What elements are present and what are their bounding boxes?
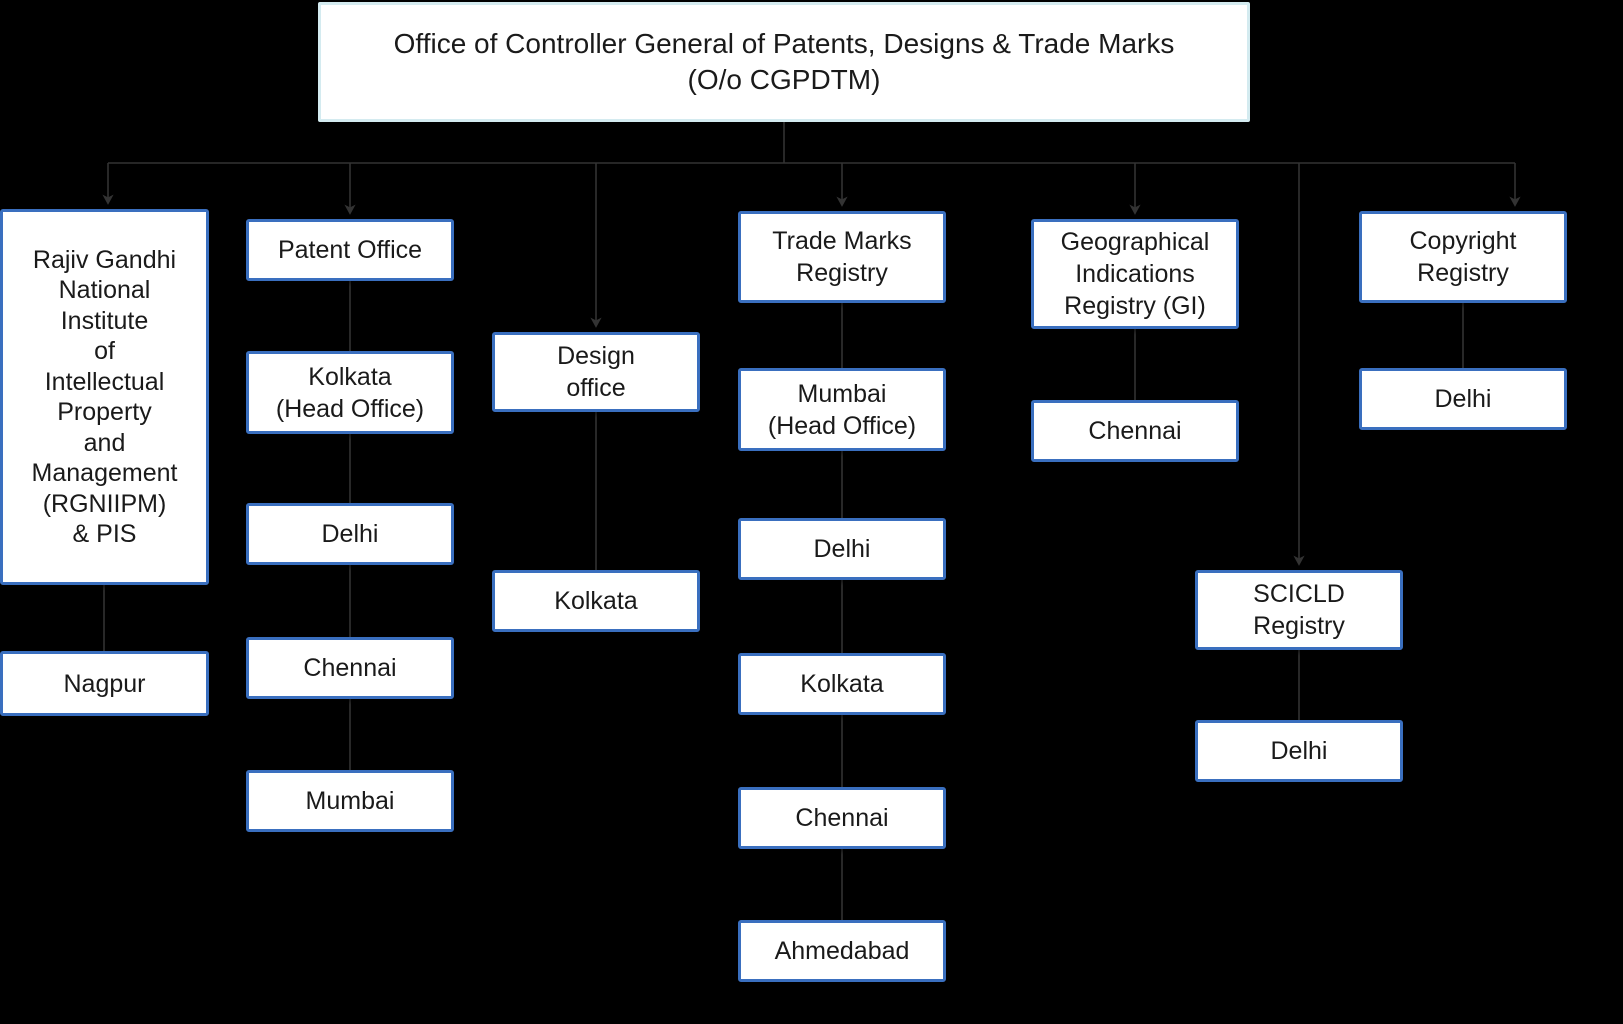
- node-gi-registry[interactable]: Geographical Indications Registry (GI): [1031, 219, 1239, 329]
- node-patent-office[interactable]: Patent Office: [246, 219, 454, 281]
- node-copyright-delhi[interactable]: Delhi: [1359, 368, 1567, 430]
- node-patent-mumbai[interactable]: Mumbai: [246, 770, 454, 832]
- node-trade-marks-registry[interactable]: Trade Marks Registry: [738, 211, 946, 303]
- node-scicld-registry[interactable]: SCICLD Registry: [1195, 570, 1403, 650]
- node-tm-mumbai[interactable]: Mumbai (Head Office): [738, 368, 946, 451]
- node-tm-chennai[interactable]: Chennai: [738, 787, 946, 849]
- node-design-kolkata[interactable]: Kolkata: [492, 570, 700, 632]
- node-tm-kolkata[interactable]: Kolkata: [738, 653, 946, 715]
- node-tm-ahmedabad[interactable]: Ahmedabad: [738, 920, 946, 982]
- node-copyright-registry[interactable]: Copyright Registry: [1359, 211, 1567, 303]
- node-tm-delhi[interactable]: Delhi: [738, 518, 946, 580]
- node-gi-chennai[interactable]: Chennai: [1031, 400, 1239, 462]
- node-patent-chennai[interactable]: Chennai: [246, 637, 454, 699]
- node-design-office[interactable]: Design office: [492, 332, 700, 412]
- node-cgpdtm[interactable]: Office of Controller General of Patents,…: [318, 2, 1250, 122]
- node-patent-delhi[interactable]: Delhi: [246, 503, 454, 565]
- node-rgniipm-nagpur[interactable]: Nagpur: [0, 651, 209, 716]
- node-rgniipm[interactable]: Rajiv Gandhi National Institute of Intel…: [0, 209, 209, 585]
- node-patent-kolkata[interactable]: Kolkata (Head Office): [246, 351, 454, 434]
- node-scicld-delhi[interactable]: Delhi: [1195, 720, 1403, 782]
